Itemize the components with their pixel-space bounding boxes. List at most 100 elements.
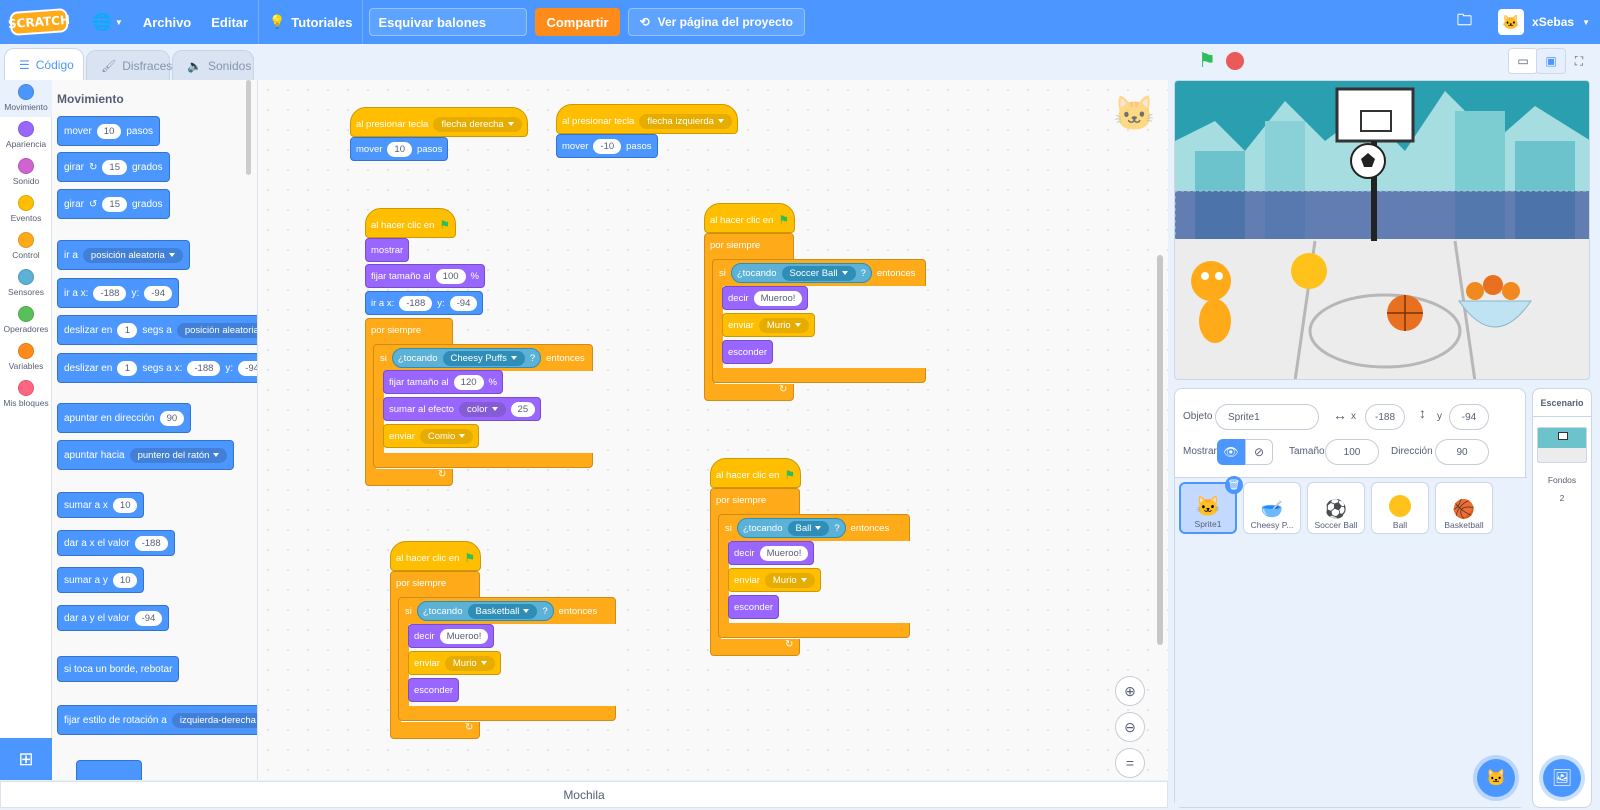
- fullscreen-button[interactable]: ⛶: [1564, 48, 1594, 74]
- sprite-tile-cheesy-puffs[interactable]: 🥣 Cheesy P...: [1243, 482, 1301, 534]
- block-input[interactable]: Mueroo!: [439, 628, 489, 644]
- key-dropdown[interactable]: flecha izquierda: [639, 113, 732, 129]
- when-flag-clicked-hat[interactable]: al hacer clic en⚑: [365, 208, 457, 238]
- block-input[interactable]: 10: [387, 141, 412, 157]
- stage-selector-panel[interactable]: Escenario Fondos 2 🖼: [1532, 388, 1592, 808]
- sprite-tile-ball[interactable]: Ball: [1371, 482, 1429, 534]
- add-extension-button[interactable]: ⊞: [0, 738, 52, 780]
- file-menu[interactable]: Archivo: [142, 14, 192, 30]
- hide-block[interactable]: esconder: [408, 678, 460, 702]
- category-apariencia[interactable]: Apariencia: [0, 117, 52, 154]
- small-stage-button[interactable]: ▭: [1508, 48, 1538, 74]
- key-dropdown[interactable]: flecha derecha: [433, 116, 522, 132]
- block-input[interactable]: 1: [117, 322, 138, 338]
- show-sprite-button[interactable]: 👁: [1217, 439, 1245, 465]
- tab-code[interactable]: ☰Código: [4, 48, 84, 80]
- show-block[interactable]: mostrar: [365, 238, 410, 262]
- y-input[interactable]: -94: [1449, 404, 1489, 430]
- block-dropdown[interactable]: puntero del ratón: [129, 447, 228, 463]
- add-sprite-button[interactable]: 🐱: [1477, 759, 1515, 797]
- category-variables[interactable]: Variables: [0, 339, 52, 376]
- category-mis-bloques[interactable]: Mis bloques: [0, 376, 52, 413]
- direction-input[interactable]: 90: [1435, 439, 1489, 465]
- message-dropdown[interactable]: Comio: [419, 428, 474, 444]
- category-control[interactable]: Control: [0, 228, 52, 265]
- touching-dropdown[interactable]: Cheesy Puffs: [442, 350, 525, 366]
- block-input[interactable]: -94: [449, 295, 478, 311]
- x-input[interactable]: -188: [1365, 404, 1405, 430]
- stop-icon[interactable]: [1226, 52, 1244, 70]
- category-movimiento[interactable]: Movimiento: [0, 80, 52, 117]
- block-input[interactable]: 15: [102, 159, 127, 175]
- block-input[interactable]: 90: [159, 410, 185, 426]
- scratch-logo[interactable]: SCRATCH: [8, 8, 70, 36]
- when-flag-clicked-hat[interactable]: al hacer clic en⚑: [710, 458, 802, 488]
- block-input[interactable]: -10: [593, 138, 622, 154]
- hide-block[interactable]: esconder: [728, 595, 780, 619]
- tutorials-menu[interactable]: 💡Tutoriales: [259, 0, 362, 44]
- block-input[interactable]: 10: [112, 572, 138, 588]
- message-dropdown[interactable]: Murio: [764, 572, 815, 588]
- add-backdrop-button[interactable]: 🖼: [1543, 759, 1581, 797]
- category-sensores[interactable]: Sensores: [0, 265, 52, 302]
- zoom-in-button[interactable]: ⊕: [1115, 676, 1145, 706]
- project-title-input[interactable]: Esquivar balones: [369, 8, 528, 36]
- delete-icon[interactable]: 🗑: [1225, 476, 1243, 494]
- sprite-name-input[interactable]: Sprite1: [1215, 404, 1319, 430]
- backdrop-thumbnail[interactable]: [1537, 427, 1587, 463]
- size-input[interactable]: 100: [1325, 439, 1379, 465]
- set-x-block[interactable]: dar a x el valor-188: [57, 530, 175, 556]
- bounce-block[interactable]: si toca un borde, rebotar: [57, 656, 180, 682]
- backpack[interactable]: Mochila: [0, 781, 1168, 808]
- category-operadores[interactable]: Operadores: [0, 302, 52, 339]
- normal-stage-button[interactable]: ▣: [1536, 48, 1566, 74]
- sprite-tile-basketball[interactable]: 🏀 Basketball: [1435, 482, 1493, 534]
- block-input[interactable]: Mueroo!: [759, 545, 809, 561]
- set-y-block[interactable]: dar a y el valor-94: [57, 605, 170, 631]
- block-input[interactable]: -94: [238, 360, 257, 376]
- sprite-tile-soccer-ball[interactable]: ⚽ Soccer Ball: [1307, 482, 1365, 534]
- touching-dropdown[interactable]: Soccer Ball: [781, 265, 856, 281]
- stage-canvas[interactable]: [1174, 80, 1590, 380]
- when-flag-clicked-hat[interactable]: al hacer clic en⚑: [390, 541, 482, 571]
- category-eventos[interactable]: Eventos: [0, 191, 52, 228]
- block-input[interactable]: 25: [510, 401, 536, 417]
- block-input[interactable]: -188: [187, 360, 221, 376]
- block-dropdown[interactable]: posición aleatoria: [82, 247, 183, 263]
- touching-dropdown[interactable]: Basketball: [467, 603, 538, 619]
- position-reporter-block[interactable]: [76, 760, 142, 780]
- sprite-tile-sprite1[interactable]: 🐱 Sprite1 🗑: [1179, 476, 1243, 534]
- green-flag-icon[interactable]: ⚑: [1198, 50, 1216, 72]
- block-input[interactable]: 10: [112, 497, 138, 513]
- touching-dropdown[interactable]: Ball: [787, 520, 830, 536]
- see-project-page-button[interactable]: ⟲Ver página del proyecto: [627, 8, 806, 36]
- hide-sprite-button[interactable]: ⊘: [1245, 439, 1273, 465]
- block-input[interactable]: 1: [117, 360, 138, 376]
- effect-dropdown[interactable]: color: [458, 401, 506, 417]
